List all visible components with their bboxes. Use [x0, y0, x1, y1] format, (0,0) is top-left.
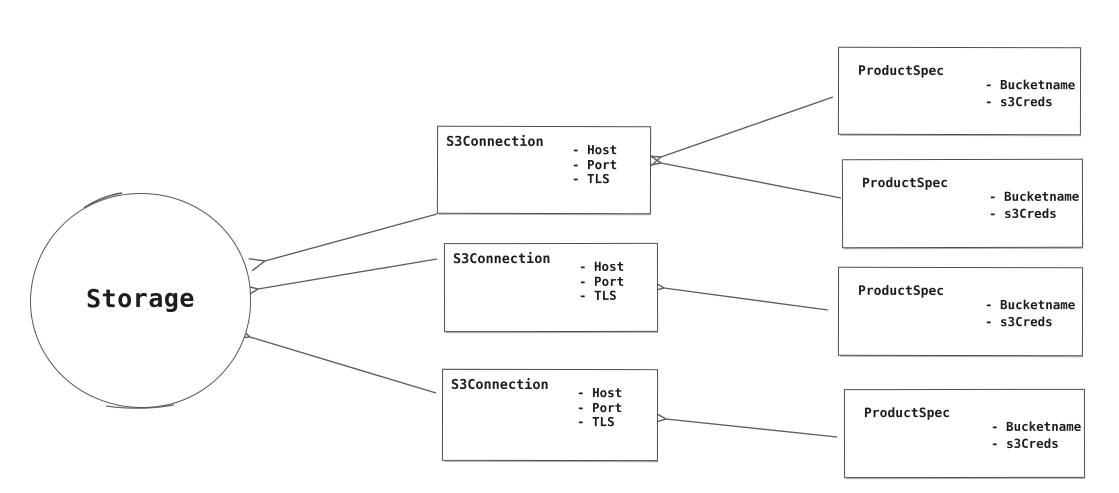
- attribute-item: - TLS: [579, 288, 617, 304]
- node-s3connection-1: S3Connection - Host - Port - TLS: [436, 125, 652, 215]
- attribute-item: - Port: [578, 273, 625, 289]
- attribute-item: - Bucketname: [984, 77, 1076, 93]
- node-productspec-4: ProductSpec - Bucketname - s3Creds: [843, 388, 1086, 479]
- attribute-item: - Bucketname: [990, 418, 1082, 434]
- attribute-item: - s3Creds: [984, 93, 1053, 109]
- node-s3connection-3: S3Connection - Host - Port - TLS: [441, 368, 659, 462]
- s3connection-title: S3Connection: [451, 376, 549, 393]
- productspec-attributes: - Bucketname - s3Creds: [985, 77, 1075, 110]
- attribute-item: - Host: [572, 142, 618, 158]
- productspec-attributes: - Bucketname - s3Creds: [991, 419, 1081, 452]
- edge-productspec3-to-s3connection2: [648, 278, 829, 311]
- attribute-item: - s3Creds: [991, 435, 1059, 451]
- node-productspec-1: ProductSpec - Bucketname - s3Creds: [837, 46, 1082, 136]
- node-productspec-2: ProductSpec - Bucketname - s3Creds: [841, 158, 1084, 249]
- storage-label: Storage: [85, 283, 196, 314]
- s3connection-title: S3Connection: [452, 251, 551, 268]
- productspec-title: ProductSpec: [861, 176, 949, 192]
- productspec-attributes: - Bucketname - s3Creds: [985, 297, 1075, 330]
- attribute-item: - TLS: [576, 414, 615, 430]
- productspec-title: ProductSpec: [858, 63, 945, 79]
- attribute-item: - Host: [577, 385, 623, 401]
- edge-s3connection3-to-storage: [233, 325, 437, 394]
- node-s3connection-2: S3Connection - Host - Port - TLS: [443, 242, 659, 333]
- s3connection-title: S3Connection: [446, 133, 544, 150]
- s3connection-attributes: - Host - Port - TLS: [571, 142, 618, 187]
- attribute-item: - Host: [578, 258, 625, 274]
- attribute-item: - TLS: [571, 171, 610, 187]
- s3connection-attributes: - Host - Port - TLS: [576, 385, 623, 430]
- attribute-item: - Port: [577, 399, 623, 415]
- productspec-title: ProductSpec: [863, 406, 951, 422]
- edge-productspec1-to-s3connection1: [644, 96, 834, 169]
- attribute-item: - Bucketname: [988, 188, 1080, 204]
- edge-s3connection1-to-storage: [248, 213, 438, 272]
- edge-s3connection2-to-storage: [241, 258, 438, 298]
- productspec-attributes: - Bucketname - s3Creds: [989, 189, 1079, 222]
- productspec-title: ProductSpec: [858, 283, 945, 299]
- attribute-item: - s3Creds: [989, 205, 1057, 221]
- edge-productspec4-to-s3connection3: [650, 410, 838, 438]
- node-productspec-3: ProductSpec - Bucketname - s3Creds: [837, 266, 1084, 357]
- attribute-item: - Port: [571, 156, 618, 172]
- attribute-item: - Bucketname: [984, 297, 1076, 313]
- node-storage: Storage: [29, 192, 252, 409]
- s3connection-attributes: - Host - Port - TLS: [578, 258, 625, 304]
- edge-productspec2-to-s3connection1: [644, 153, 842, 199]
- attribute-item: - s3Creds: [984, 313, 1053, 329]
